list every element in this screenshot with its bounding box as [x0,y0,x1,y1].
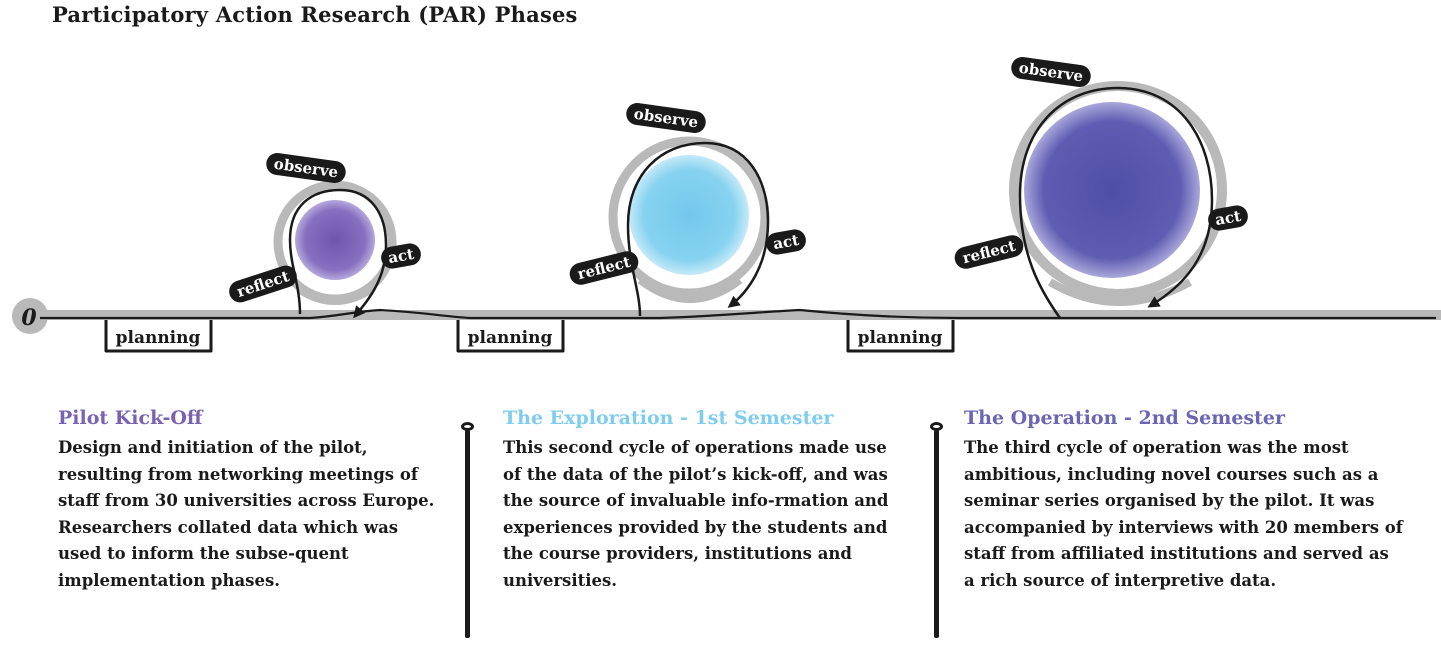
divider-1 [465,430,470,638]
cycle-1-act-label: act [387,245,416,267]
planning-1: planning [104,320,213,353]
cycle-1-reflect-tag: reflect [229,265,297,303]
cycle-1-fill [295,200,375,280]
cycle-2-loop [626,141,770,317]
cycle-1-observe-tag: observe [266,152,346,184]
phase-1-text: Design and initiation of the pilot, resu… [58,438,435,590]
diagram-title: Participatory Action Research (PAR) Phas… [52,2,578,27]
planning-3: planning [846,320,955,353]
cycle-2-act-tag: act [766,229,806,255]
cycle-1-act-tag: act [381,243,421,269]
cycle-2-fill [629,155,749,275]
planning-1-label: planning [116,328,201,348]
cycle-2-reflect-tag: reflect [569,251,639,285]
cycle-3-reflect-tag: reflect [954,235,1024,269]
phase-3-text: The third cycle of operation was the mos… [964,438,1403,590]
cycle-2-act-label: act [772,231,801,253]
divider-2-cap [930,422,943,431]
cycle-3-fill [1024,102,1200,278]
phase-1: Pilot Kick-Off Design and initiation of … [58,403,443,594]
phase-2-text: This second cycle of operations made use… [503,438,889,590]
cycle-1-reflect-label: reflect [235,267,292,301]
cycle-1: observe act reflect [229,152,421,319]
phase-2: The Exploration - 1st Semester This seco… [503,403,898,594]
phase-2-heading: The Exploration - 1st Semester [503,407,834,429]
planning-2: planning [456,320,565,353]
cycle-3-loop [1018,86,1214,319]
cycle-3-act-tag: act [1208,205,1248,231]
cycle-2-ring-base [637,276,743,303]
divider-1-cap [461,422,474,431]
divider-2 [934,430,939,638]
cycle-3-act-label: act [1214,207,1243,229]
phase-3-heading: The Operation - 2nd Semester [964,407,1286,429]
cycle-3-observe-tag: observe [1011,56,1091,88]
start-marker-label: 0 [21,305,37,331]
phase-3: The Operation - 2nd Semester The third c… [964,403,1404,594]
cycle-2: observe act reflect [569,102,806,317]
cycle-2-ring [608,136,770,298]
planning-2-label: planning [468,328,553,348]
planning-3-label: planning [858,328,943,348]
cycle-3: observe act reflect [954,56,1248,319]
start-marker [12,298,48,334]
phase-1-heading: Pilot Kick-Off [58,407,203,429]
cycle-2-observe-tag: observe [626,102,706,134]
cycle-1-loop [288,188,388,319]
cycle-1-ring-base [297,286,373,305]
cycle-3-ring [1009,81,1227,299]
par-cycle-diagram: 0 observe act reflect observe [12,56,1441,353]
